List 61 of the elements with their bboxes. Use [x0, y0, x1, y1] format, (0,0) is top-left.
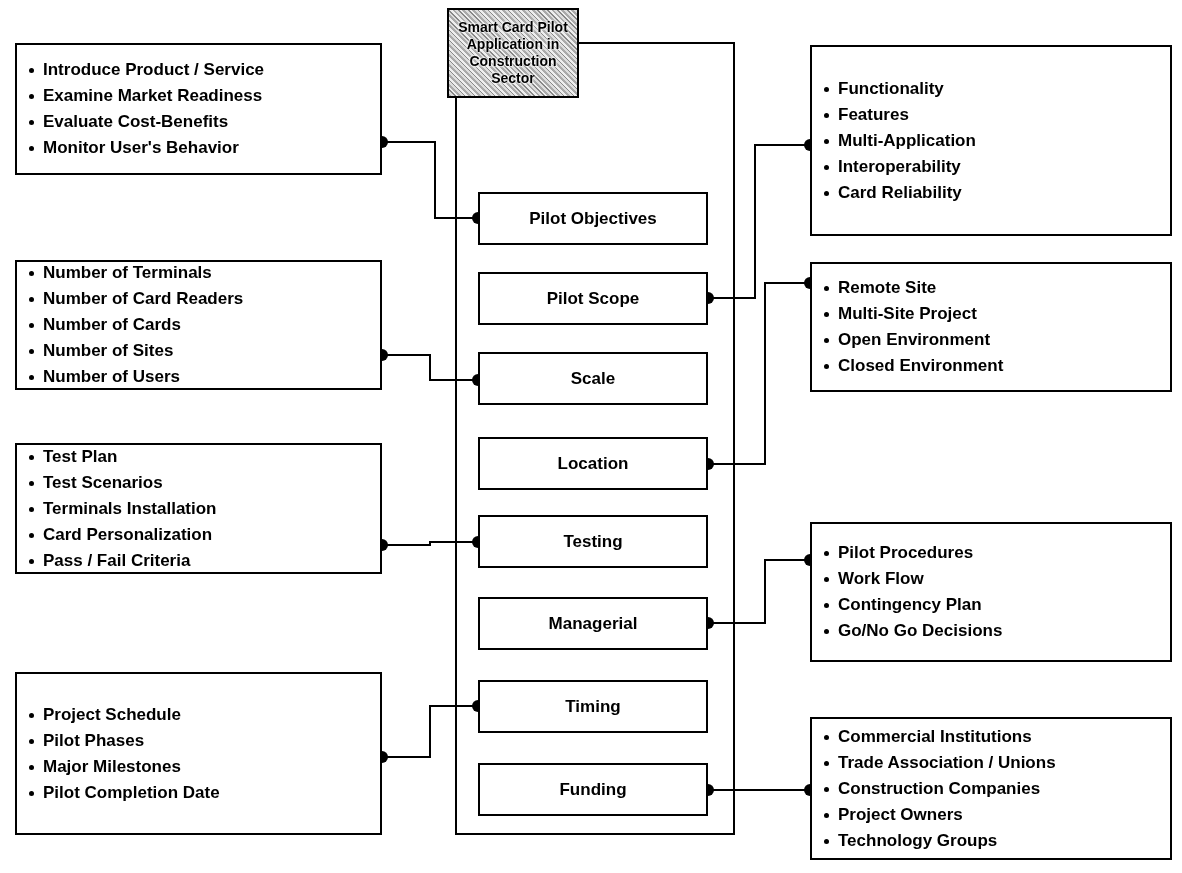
- list-item: Pass / Fail Criteria: [43, 550, 191, 570]
- list-box: [15, 443, 382, 574]
- category-box: [478, 192, 708, 245]
- list-item: Major Milestones: [43, 756, 181, 776]
- title-text: Smart Card Pilot Application in Construction Sector: [457, 19, 569, 87]
- category-label: Pilot Scope: [546, 288, 640, 309]
- list-item: Card Personalization: [43, 524, 213, 544]
- category-box: [478, 597, 708, 650]
- category-box: [478, 352, 708, 405]
- category-label: Location: [557, 453, 629, 474]
- list-item: Test Scenarios: [43, 472, 163, 492]
- list-item: Commercial Institutions: [838, 726, 1032, 746]
- category-label: Managerial: [548, 613, 638, 634]
- category-label: Scale: [570, 368, 616, 389]
- category-label: Testing: [563, 531, 623, 552]
- list-item: Open Environment: [838, 330, 991, 349]
- list-item: Number of Sites: [43, 341, 174, 360]
- list-item: Project Schedule: [43, 704, 181, 724]
- list-item: Evaluate Cost-Benefits: [43, 112, 229, 131]
- list-item: Trade Association / Unions: [838, 752, 1056, 772]
- list-item: Functionality: [838, 78, 944, 98]
- category-box: [478, 680, 708, 733]
- list-item: Contingency Plan: [838, 595, 982, 614]
- list-item: Monitor User's Behavior: [43, 138, 239, 157]
- list-item: Remote Site: [838, 278, 937, 297]
- list-item: Number of Cards: [43, 315, 181, 334]
- list-item: Pilot Procedures: [838, 543, 974, 562]
- category-label: Funding: [559, 779, 627, 800]
- category-box: [478, 437, 708, 490]
- list-item: Work Flow: [838, 569, 924, 588]
- list-item: Pilot Phases: [43, 730, 145, 750]
- list-item: Interoperability: [838, 156, 961, 176]
- list-item: Introduce Product / Service: [43, 60, 265, 79]
- list-item: Technology Groups: [838, 830, 998, 850]
- list-item: Closed Environment: [838, 356, 1004, 375]
- list-item: Test Plan: [43, 446, 118, 466]
- list-item: Project Owners: [838, 804, 963, 824]
- list-box: [810, 717, 1172, 860]
- list-box: [15, 260, 382, 390]
- list-item: Card Reliability: [838, 182, 962, 202]
- category-label: Pilot Objectives: [529, 208, 657, 229]
- list-item: Construction Companies: [838, 778, 1041, 798]
- list-box: [810, 262, 1172, 392]
- category-box: [478, 272, 708, 325]
- list-box: [810, 45, 1172, 236]
- list-item: Features: [838, 104, 909, 124]
- category-box: [478, 763, 708, 816]
- list-item: Multi-Application: [838, 130, 976, 150]
- category-box: [478, 515, 708, 568]
- list-item: Terminals Installation: [43, 498, 217, 518]
- list-box: [15, 672, 382, 835]
- list-item: Number of Users: [43, 367, 180, 386]
- list-item: Number of Card Readers: [43, 289, 244, 308]
- list-item: Pilot Completion Date: [43, 782, 220, 802]
- list-box: [810, 522, 1172, 662]
- list-item: Number of Terminals: [43, 263, 212, 282]
- list-item: Examine Market Readiness: [43, 86, 263, 105]
- list-item: Multi-Site Project: [838, 304, 977, 323]
- list-box: [15, 43, 382, 175]
- list-item: Go/No Go Decisions: [838, 621, 1003, 640]
- category-label: Timing: [565, 696, 621, 717]
